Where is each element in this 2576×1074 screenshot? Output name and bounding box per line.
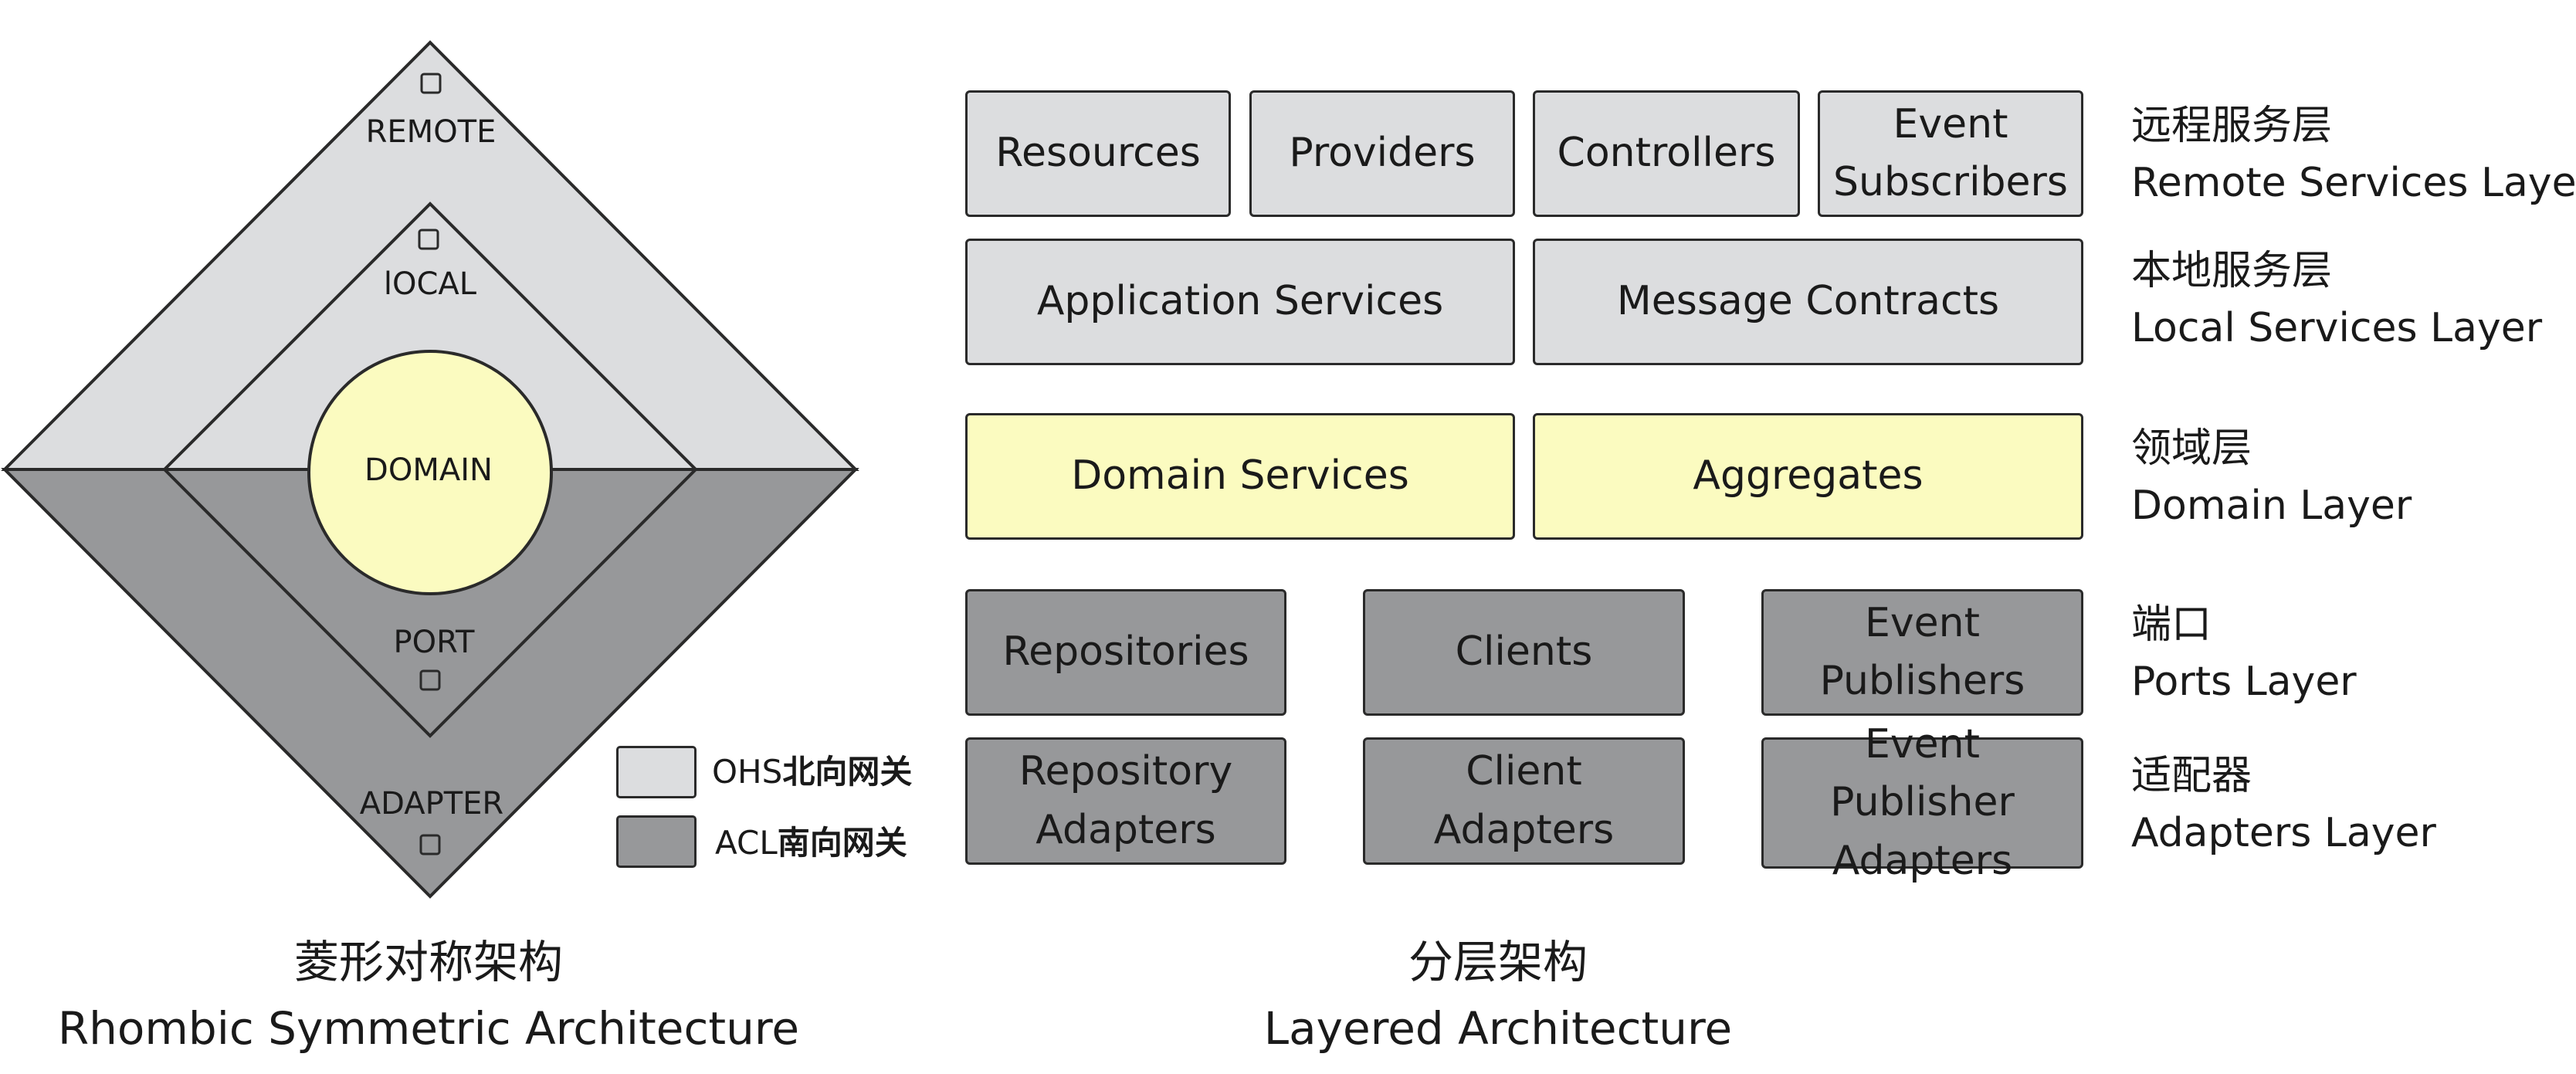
layered-caption-zh: 分层架构 bbox=[1408, 936, 1588, 988]
local-port-square bbox=[418, 229, 439, 250]
ports-layer-label-en: Ports Layer bbox=[2131, 659, 2357, 705]
legend-ohs-swatch bbox=[616, 746, 697, 798]
remote-layer-label-en: Remote Services Layer bbox=[2131, 160, 2576, 206]
remote-port-square bbox=[420, 73, 442, 94]
port-label: PORT bbox=[394, 625, 475, 660]
message-contracts-box: Message Contracts bbox=[1533, 239, 2083, 365]
adapters-layer-label-zh: 适配器 bbox=[2131, 753, 2252, 799]
port-square bbox=[419, 669, 441, 691]
legend-ohs-zh: 北向网关 bbox=[782, 753, 913, 791]
legend-ohs-prefix: OHS bbox=[712, 753, 783, 791]
domain-label: DOMAIN bbox=[364, 452, 493, 488]
application-services-box: Application Services bbox=[965, 239, 1515, 365]
adapter-label: ADAPTER bbox=[360, 786, 503, 822]
event-publishers-box: Event Publishers bbox=[1761, 589, 2083, 716]
legend-acl-prefix: ACL bbox=[715, 824, 778, 862]
repositories-box: Repositories bbox=[965, 589, 1286, 716]
rhombic-diagram: REMOTE lOCAL DOMAIN PORT ADAPTER bbox=[1, 40, 859, 899]
client-adapters-box: Client Adapters bbox=[1363, 737, 1685, 865]
legend-acl-label: ACL南向网关 bbox=[715, 817, 907, 869]
clients-box: Clients bbox=[1363, 589, 1685, 716]
local-label: lOCAL bbox=[384, 266, 477, 302]
local-layer-label-zh: 本地服务层 bbox=[2131, 248, 2333, 294]
repository-adapters-box: Repository Adapters bbox=[965, 737, 1286, 865]
layered-caption-en: Layered Architecture bbox=[1263, 1002, 1733, 1055]
domain-circle bbox=[307, 350, 553, 595]
adapter-port-square bbox=[419, 834, 441, 855]
domain-services-box: Domain Services bbox=[965, 413, 1515, 540]
remote-layer-label-zh: 远程服务层 bbox=[2131, 103, 2333, 149]
legend-ohs-label: OHS北向网关 bbox=[712, 746, 912, 798]
controllers-box: Controllers bbox=[1533, 90, 1800, 217]
legend-acl-swatch bbox=[616, 815, 697, 868]
rhombic-caption-zh: 菱形对称架构 bbox=[293, 936, 563, 988]
aggregates-box: Aggregates bbox=[1533, 413, 2083, 540]
ports-layer-label-zh: 端口 bbox=[2131, 601, 2212, 648]
resources-box: Resources bbox=[965, 90, 1231, 217]
adapters-layer-label-en: Adapters Layer bbox=[2131, 810, 2436, 856]
legend-acl-zh: 南向网关 bbox=[777, 824, 907, 862]
rhombic-caption-en: Rhombic Symmetric Architecture bbox=[57, 1002, 800, 1055]
domain-layer-label-zh: 领域层 bbox=[2131, 425, 2252, 472]
domain-layer-label-en: Domain Layer bbox=[2131, 483, 2412, 529]
event-subscribers-box: Event Subscribers bbox=[1818, 90, 2083, 217]
event-publisher-adapters-box: Event Publisher Adapters bbox=[1761, 721, 2083, 884]
providers-box: Providers bbox=[1249, 90, 1515, 217]
remote-label: REMOTE bbox=[366, 114, 497, 150]
local-layer-label-en: Local Services Layer bbox=[2131, 305, 2543, 351]
